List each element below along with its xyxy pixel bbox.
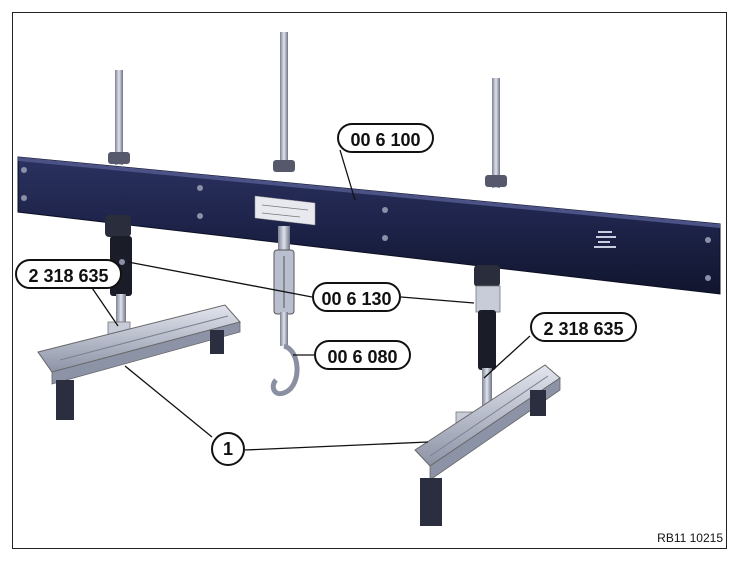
callout-left-support: 2 318 635: [15, 259, 122, 289]
callout-scale: 00 6 130: [312, 282, 401, 312]
leader-lines: [87, 149, 531, 451]
callout-hook: 00 6 080: [314, 340, 411, 370]
rod-nuts: [108, 152, 507, 187]
figure-reference: RB11 10215: [657, 531, 723, 545]
callout-right-support: 2 318 635: [530, 312, 637, 342]
threaded-rods: [115, 32, 500, 188]
callout-beam: 00 6 100: [337, 123, 434, 153]
right-support: [414, 265, 561, 526]
main-beam: [17, 156, 721, 295]
callout-feet: 1: [211, 432, 245, 466]
left-support: [37, 215, 241, 420]
scale-and-hook: [270, 226, 300, 396]
